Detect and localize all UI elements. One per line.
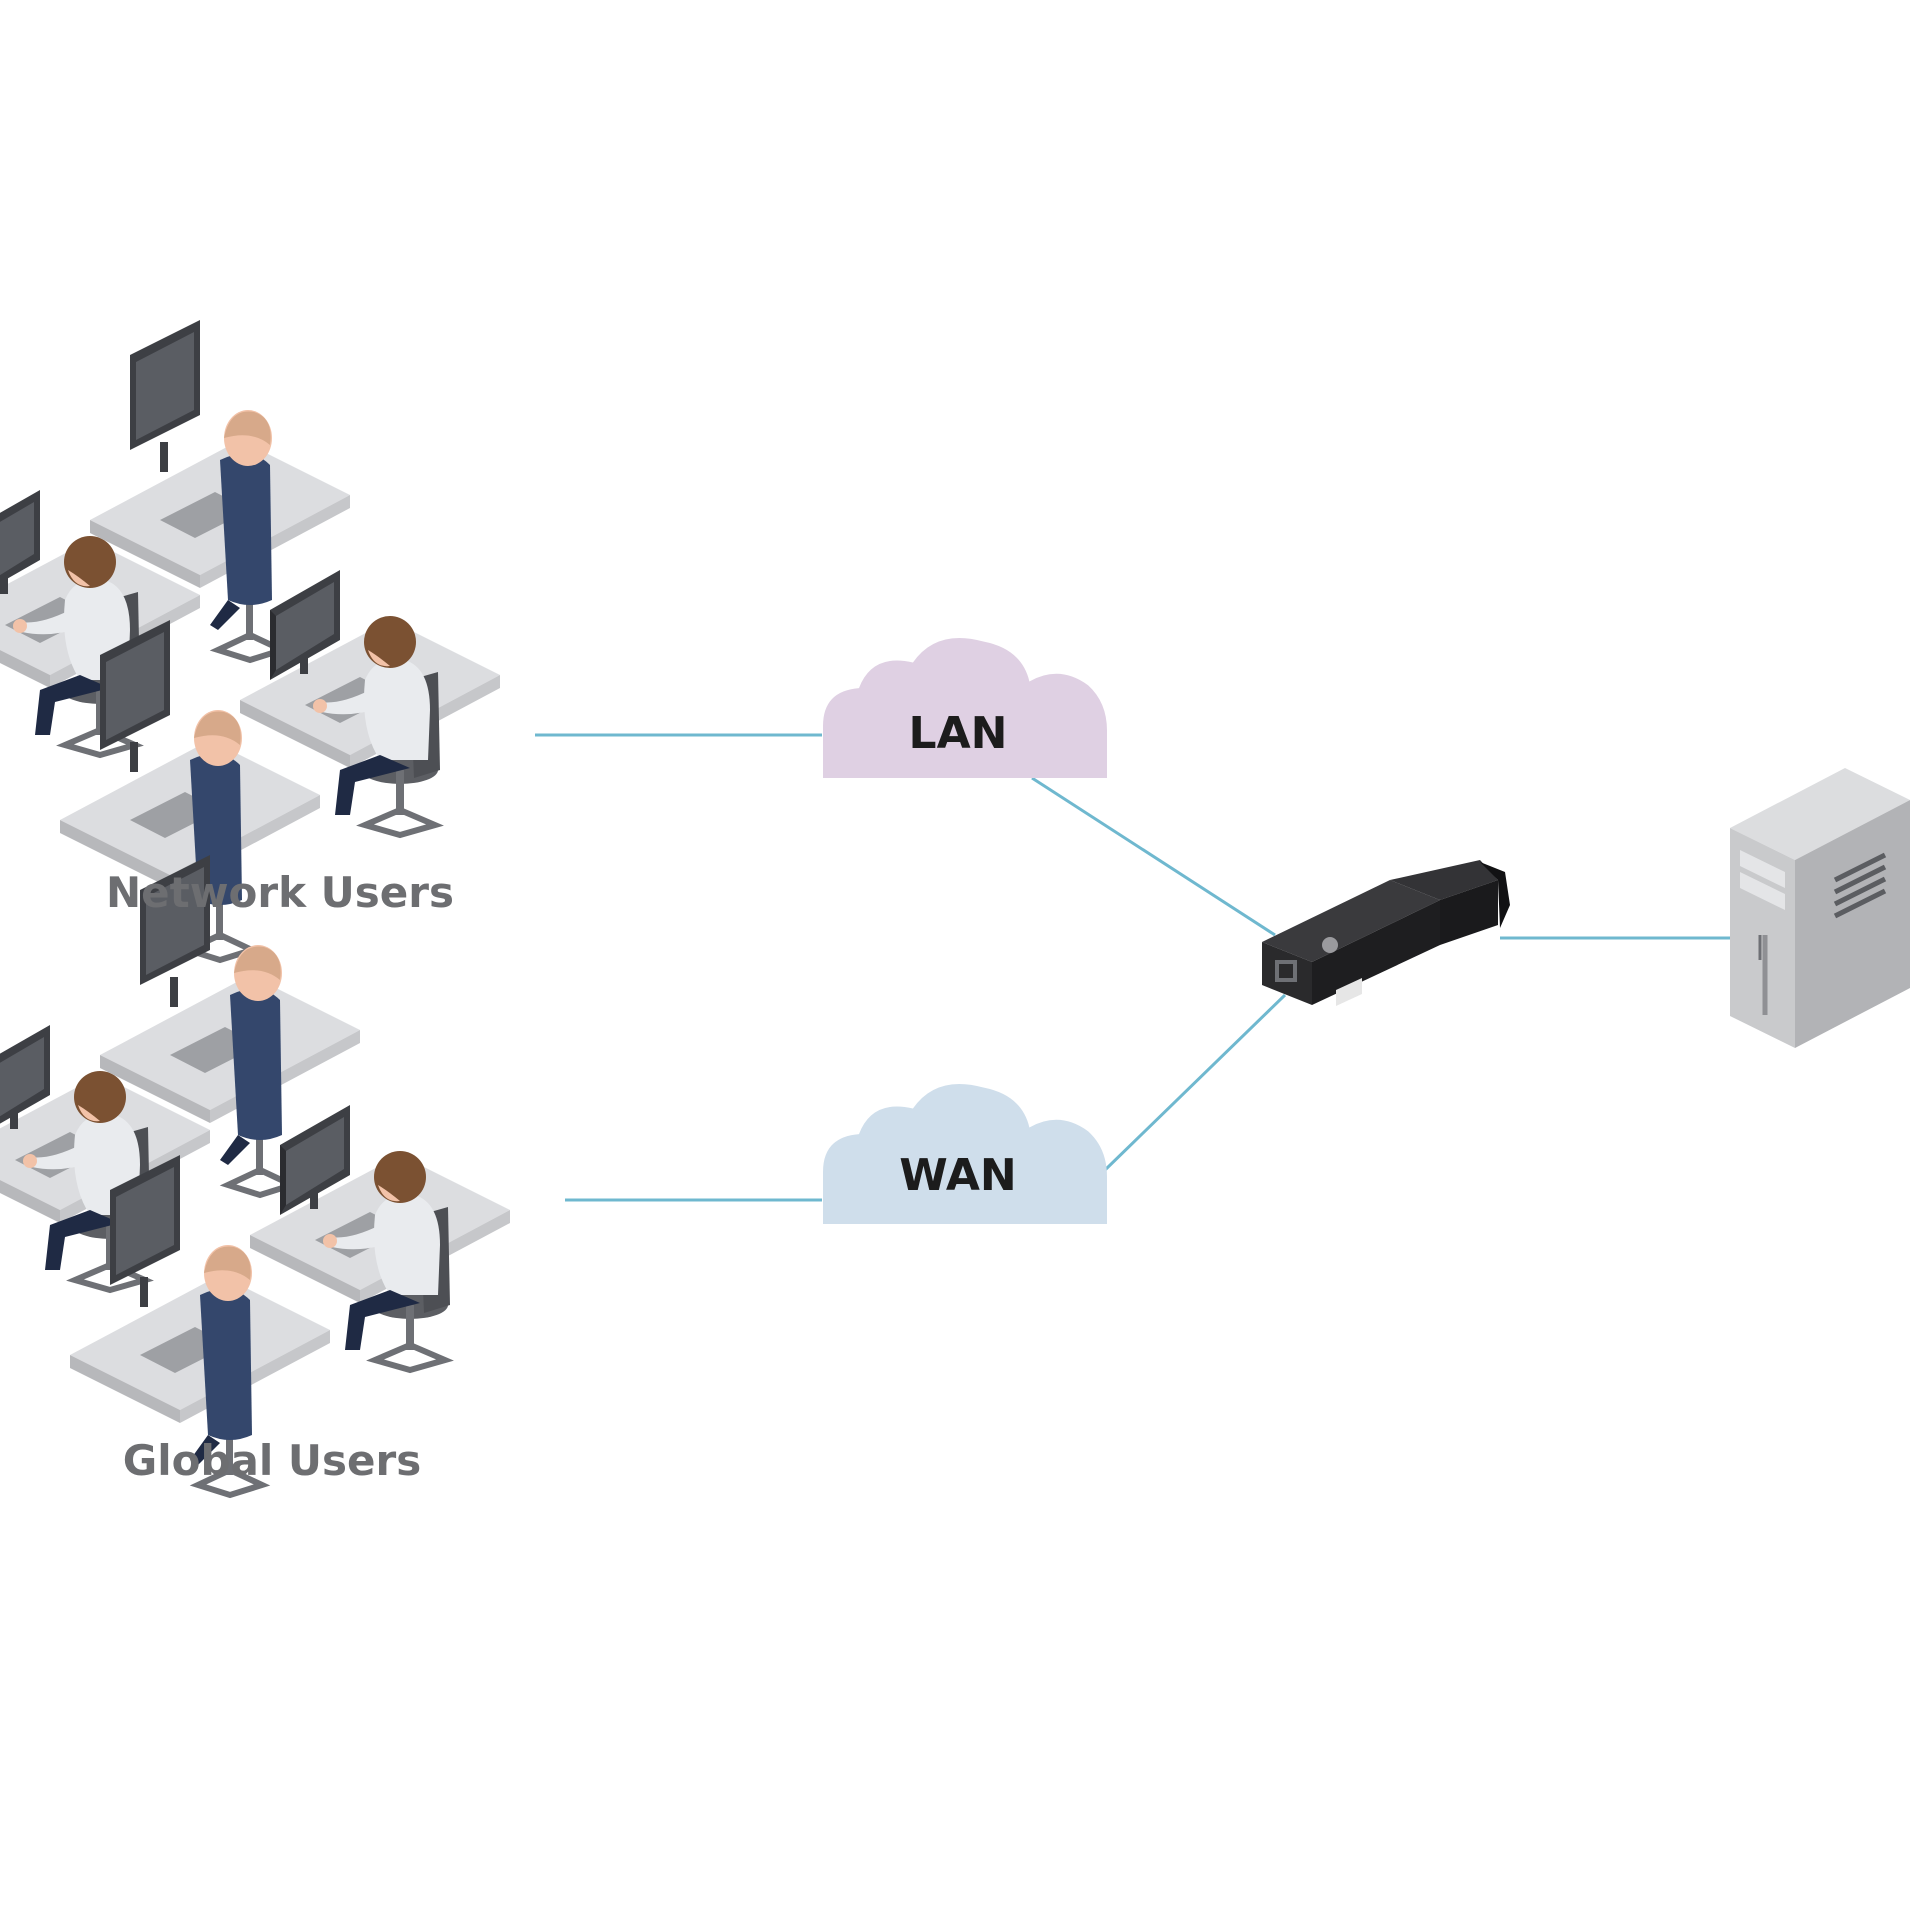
office-workstations-icon	[0, 855, 510, 1495]
link-wan-to-device	[1103, 993, 1287, 1172]
wan-label: WAN	[899, 1150, 1017, 1201]
global-users-label: Global Users	[122, 1436, 422, 1485]
link-lan-to-device	[1031, 776, 1276, 937]
links	[535, 733, 1730, 1202]
lan-label: LAN	[908, 708, 1008, 759]
server-tower-icon	[1730, 768, 1910, 1048]
kvm-adapter-icon	[1262, 860, 1510, 1006]
office-workstations-icon	[0, 320, 500, 960]
network-users-label: Network Users	[106, 868, 454, 917]
